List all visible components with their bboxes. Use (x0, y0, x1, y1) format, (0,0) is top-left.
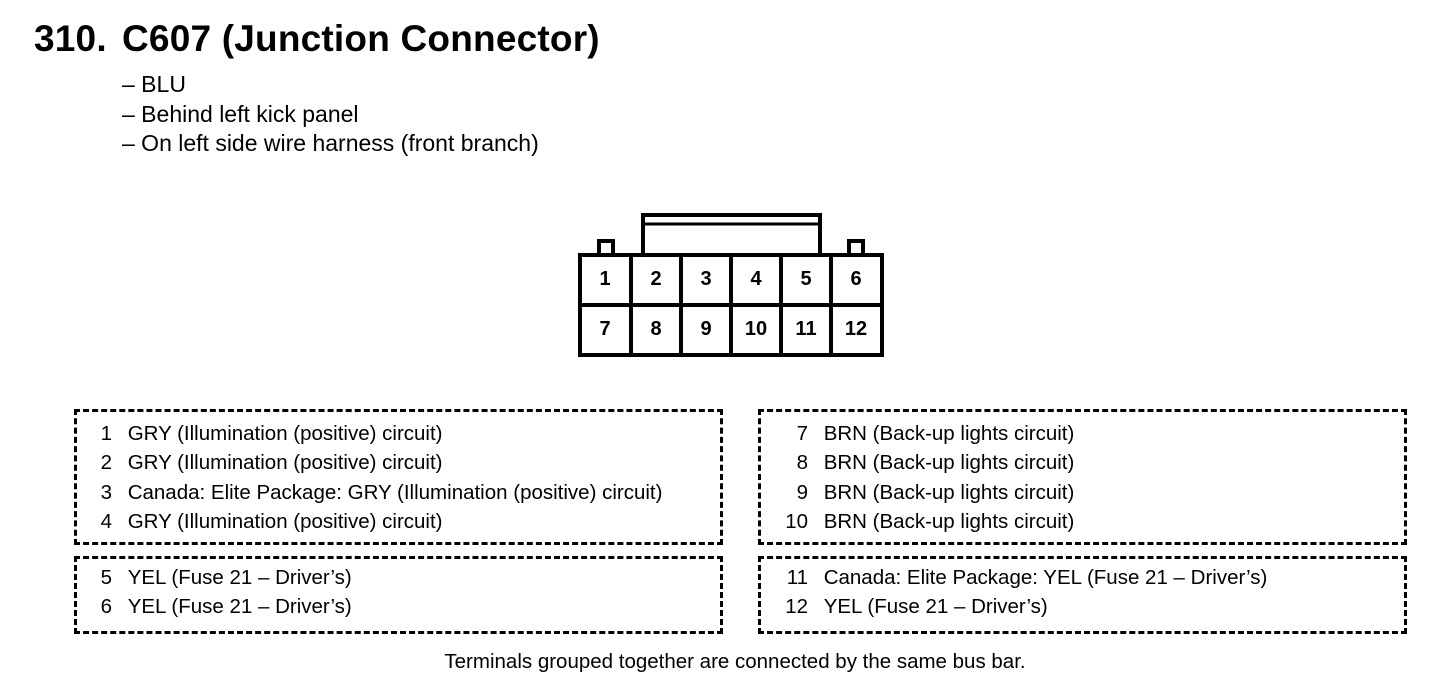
bus-bar-group-5-6 (74, 556, 723, 634)
pin-label-2: 2 (650, 268, 661, 290)
pin-row-11: 11 Canada: Elite Package: YEL (Fuse 21 –… (780, 566, 1268, 590)
pin-description: YEL (Fuse 21 – Driver’s) (127, 595, 352, 618)
pin-label-12: 12 (845, 318, 867, 340)
connector-notes: – BLU – Behind left kick panel – On left… (122, 70, 539, 159)
pin-label-6: 6 (850, 268, 861, 290)
pin-number: 1 (100, 422, 112, 445)
note-location: – Behind left kick panel (122, 100, 359, 127)
pin-label-10: 10 (745, 318, 767, 340)
pin-row-6: 6 YEL (Fuse 21 – Driver’s) (88, 595, 352, 619)
pin-description: BRN (Back-up lights circuit) (823, 422, 1075, 445)
bus-bar-group-11-12 (758, 556, 1407, 634)
connector-latch (641, 213, 822, 257)
pin-row-7: 7 BRN (Back-up lights circuit) (780, 422, 1075, 446)
pin-row-5: 5 YEL (Fuse 21 – Driver’s) (88, 566, 352, 590)
pin-description: BRN (Back-up lights circuit) (823, 481, 1075, 504)
pin-label-11: 11 (795, 318, 816, 340)
page-title: 310. C607 (Junction Connector) (34, 18, 600, 60)
connector-tab-right (847, 239, 865, 257)
connector-face-diagram: 1 2 3 4 5 6 7 8 9 10 11 12 (578, 213, 884, 357)
pin-row-8: 8 BRN (Back-up lights circuit) (780, 451, 1075, 475)
bus-bar-group-7-10 (758, 409, 1407, 545)
pin-row-9: 9 BRN (Back-up lights circuit) (780, 481, 1075, 505)
pin-number: 2 (100, 451, 112, 474)
pin-description: BRN (Back-up lights circuit) (823, 510, 1075, 533)
pin-row-2: 2 GRY (Illumination (positive) circuit) (88, 451, 443, 475)
pin-row-12: 12 YEL (Fuse 21 – Driver’s) (780, 595, 1048, 619)
pin-number: 3 (100, 481, 112, 504)
pin-number: 5 (100, 566, 112, 589)
pin-number: 11 (786, 566, 808, 589)
pin-number: 4 (100, 510, 112, 533)
pin-description: YEL (Fuse 21 – Driver’s) (127, 566, 352, 589)
pin-description: BRN (Back-up lights circuit) (823, 451, 1075, 474)
section-number: 310. (34, 18, 107, 59)
pin-number: 7 (796, 422, 808, 445)
pin-row-4: 4 GRY (Illumination (positive) circuit) (88, 510, 443, 534)
pin-description: Canada: Elite Package: GRY (Illumination… (127, 481, 663, 504)
bus-bar-footnote: Terminals grouped together are connected… (444, 650, 1026, 673)
pin-label-7: 7 (599, 318, 610, 340)
pin-label-9: 9 (700, 318, 711, 340)
connector-title: C607 (Junction Connector) (122, 18, 600, 59)
pin-label-3: 3 (700, 268, 711, 290)
pin-description: GRY (Illumination (positive) circuit) (127, 510, 443, 533)
pin-description: GRY (Illumination (positive) circuit) (127, 422, 443, 445)
pin-description: GRY (Illumination (positive) circuit) (127, 451, 443, 474)
pin-label-5: 5 (800, 268, 811, 290)
pin-label-4: 4 (750, 268, 762, 290)
pin-label-8: 8 (650, 318, 661, 340)
note-color: – BLU (122, 71, 186, 97)
pin-number: 9 (796, 481, 808, 504)
pin-description: YEL (Fuse 21 – Driver’s) (823, 595, 1048, 618)
pin-label-1: 1 (599, 268, 610, 290)
pin-number: 10 (785, 510, 808, 533)
connector-tab-left (597, 239, 615, 257)
pin-description: Canada: Elite Package: YEL (Fuse 21 – Dr… (823, 566, 1268, 589)
pin-row-10: 10 BRN (Back-up lights circuit) (780, 510, 1074, 534)
pin-number: 8 (796, 451, 808, 474)
pin-row-1: 1 GRY (Illumination (positive) circuit) (88, 422, 443, 446)
pin-number: 6 (100, 595, 112, 618)
pin-number: 12 (785, 595, 808, 618)
bus-bar-group-1-4 (74, 409, 723, 545)
pin-row-3: 3 Canada: Elite Package: GRY (Illuminati… (88, 481, 663, 505)
note-harness: – On left side wire harness (front branc… (122, 130, 539, 156)
